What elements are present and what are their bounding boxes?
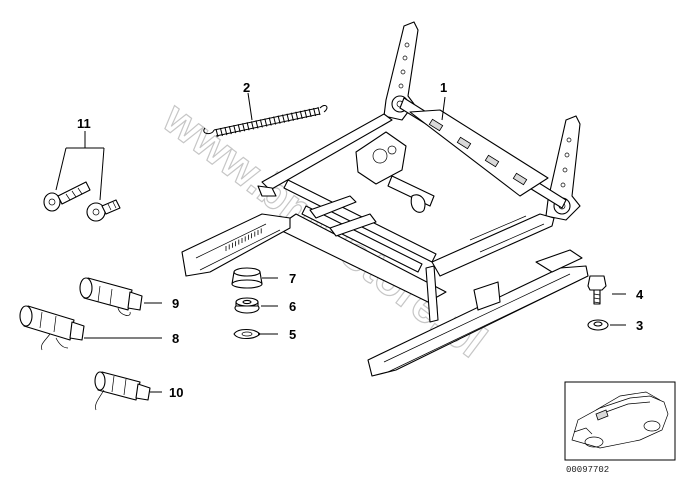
callout-9: 9 — [172, 296, 179, 311]
part-6-nut[interactable] — [234, 297, 260, 314]
part-2-spring[interactable] — [203, 105, 328, 138]
part-11-screw-short[interactable] — [86, 199, 121, 222]
callout-8: 8 — [172, 331, 179, 346]
part-4-bolt[interactable] — [587, 275, 607, 305]
spring-coil — [237, 124, 241, 133]
callout-10: 10 — [169, 385, 183, 400]
spring-coil — [313, 107, 317, 117]
thumbnail-caption: 00097702 — [566, 465, 609, 475]
part-10-motor[interactable] — [94, 371, 151, 411]
spring-coil — [299, 110, 303, 119]
callout-11: 11 — [77, 116, 91, 131]
part-1-seat-frame[interactable] — [181, 21, 589, 377]
callout-5: 5 — [289, 327, 296, 342]
spring-coil — [250, 121, 254, 130]
vehicle-thumbnail: 00097702 — [564, 381, 676, 475]
spring-coil — [224, 126, 228, 136]
callout-4: 4 — [636, 287, 644, 302]
part-8-motor[interactable] — [19, 305, 85, 351]
spring-coil — [215, 128, 219, 138]
car-outline-icon — [571, 391, 669, 449]
spring-coil — [268, 117, 272, 126]
part-11-screw-long[interactable] — [43, 181, 91, 212]
spring-coil — [308, 108, 312, 118]
spring-coil — [295, 111, 299, 120]
leader-lines — [55, 92, 626, 393]
spring-coil — [242, 123, 246, 132]
spring-coil — [255, 120, 259, 129]
spring-coil — [219, 127, 223, 137]
part-7-buffer[interactable] — [231, 267, 263, 289]
spring-coil — [290, 112, 294, 121]
spring-coil — [228, 126, 232, 135]
callout-6: 6 — [289, 299, 296, 314]
spring-coil — [273, 116, 277, 125]
callout-1: 1 — [440, 80, 447, 95]
callout-2: 2 — [243, 80, 250, 95]
spring-coil — [277, 115, 281, 124]
spring-coil — [233, 125, 237, 134]
part-9-motor[interactable] — [79, 277, 143, 316]
callout-3: 3 — [636, 318, 643, 333]
spring-coil — [282, 114, 286, 123]
spring-coil — [286, 113, 290, 122]
spring-coil — [246, 122, 250, 131]
part-3-washer[interactable] — [587, 319, 609, 331]
callout-7: 7 — [289, 271, 296, 286]
spring-coil — [304, 109, 308, 118]
spring-coil — [264, 118, 268, 127]
callouts: 1 2 11 7 6 5 4 3 9 8 10 — [77, 80, 644, 400]
spring-coil — [317, 106, 321, 116]
spring-coil — [259, 119, 263, 128]
part-5-clip[interactable] — [233, 328, 261, 340]
